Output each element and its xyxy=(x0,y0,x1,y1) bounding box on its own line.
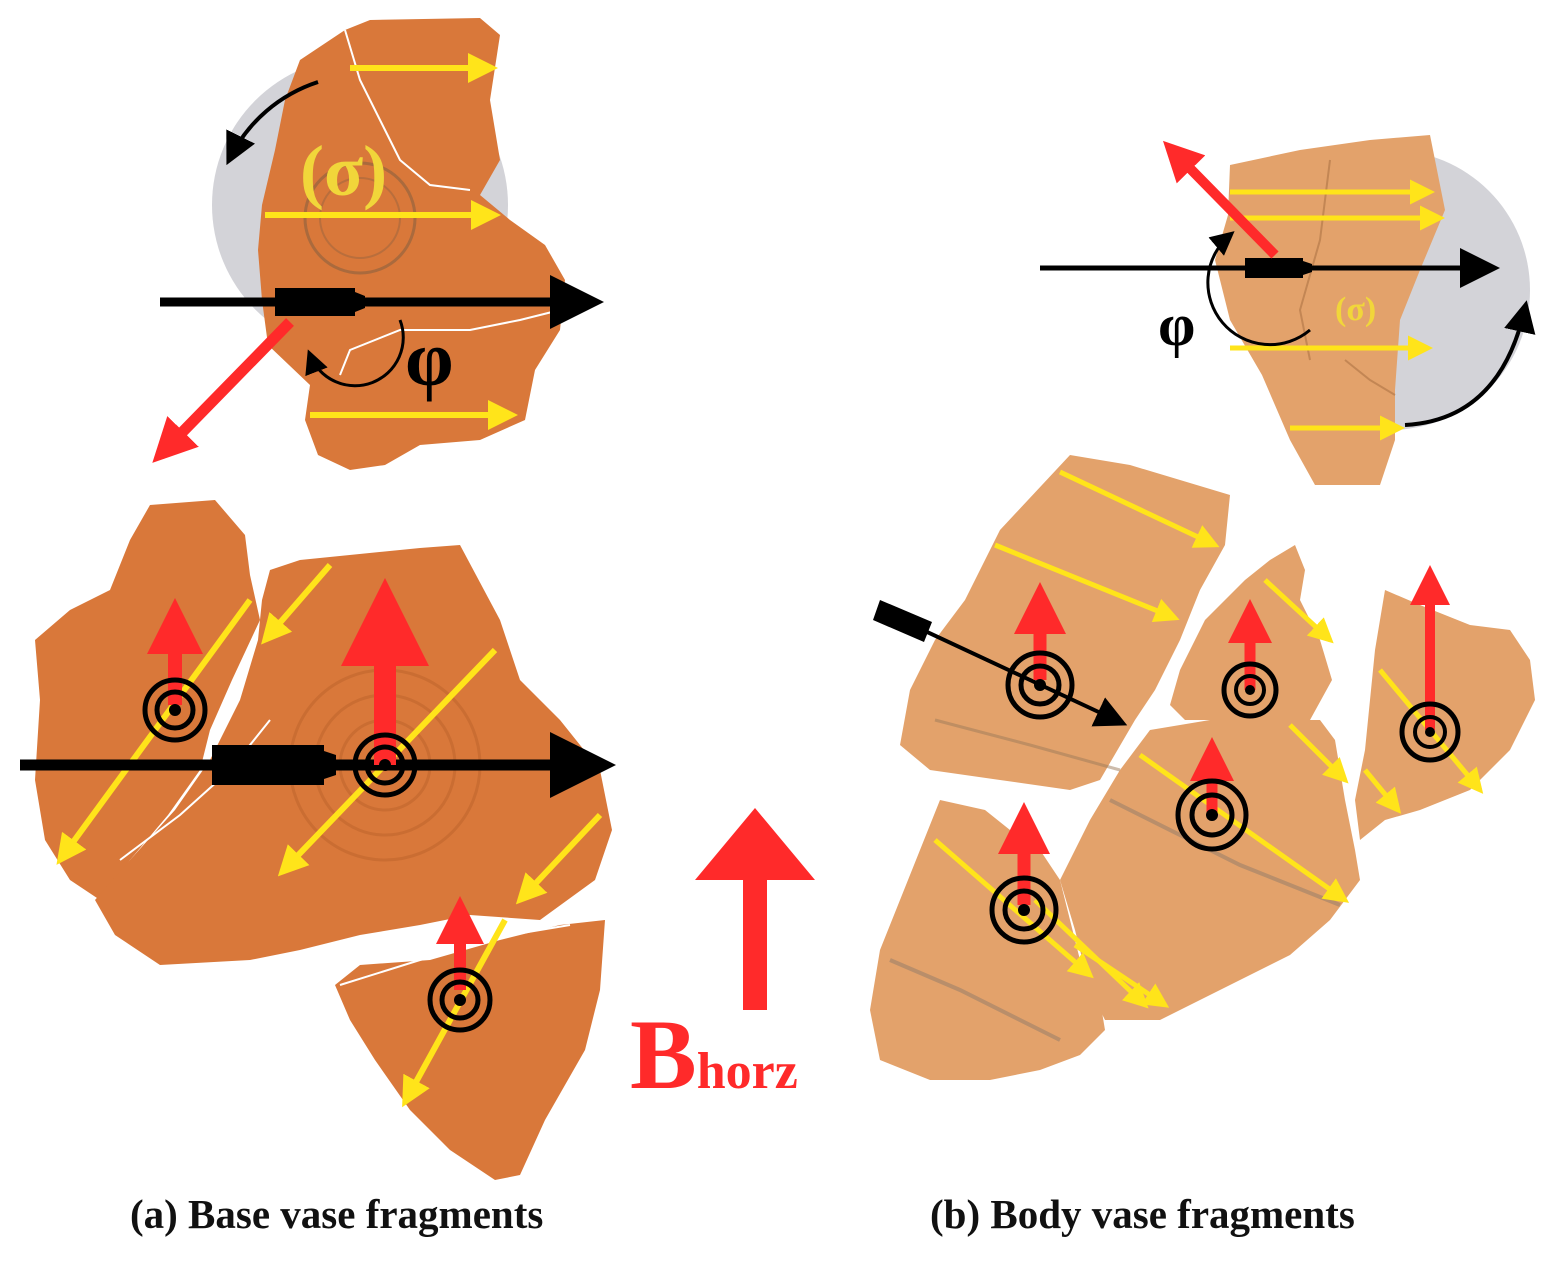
target-icon xyxy=(1221,661,1279,719)
crack-line xyxy=(1344,359,1396,396)
rotation-arrow-icon xyxy=(1404,300,1536,427)
texture-band xyxy=(934,718,1121,772)
panel-a-top-group: (σ) φ xyxy=(152,18,604,470)
rotation-arrow-icon xyxy=(226,80,319,166)
scan-line-arrow xyxy=(515,812,603,905)
fragment-a-center xyxy=(95,545,612,965)
target-icon xyxy=(1399,701,1461,763)
pen-icon xyxy=(212,745,324,785)
fragment-a-top xyxy=(258,18,565,470)
phi-label: φ xyxy=(1158,292,1195,358)
field-arrow xyxy=(152,318,294,463)
field-label-main: B xyxy=(630,999,697,1110)
target-icon xyxy=(1175,778,1249,852)
pen-tip xyxy=(1303,261,1312,275)
panel-a-bottom-group xyxy=(20,500,616,1180)
crack-line xyxy=(339,309,561,376)
panel-b-top-group: (σ) φ xyxy=(1040,135,1536,485)
scan-line-arrow xyxy=(1058,469,1220,548)
caption-panel-a: (a) Base vase fragments xyxy=(130,1191,544,1237)
target-icon xyxy=(1005,650,1075,720)
target-icon xyxy=(142,677,208,743)
sigma-label: (σ) xyxy=(300,131,387,211)
sigma-label: (σ) xyxy=(1335,291,1376,328)
caption-panel-b: (b) Body vase fragments xyxy=(930,1191,1355,1237)
scan-line-arrow xyxy=(402,918,508,1108)
phi-arc xyxy=(1206,231,1311,347)
phi-arc xyxy=(305,319,405,388)
phi-label: φ xyxy=(405,315,454,402)
pen-icon xyxy=(1245,258,1303,278)
fragment-b-top xyxy=(1215,135,1445,485)
pen-tip xyxy=(355,292,365,312)
field-label: Bhorz xyxy=(630,999,798,1110)
panel-b-bottom-group xyxy=(870,455,1535,1080)
target-icon xyxy=(427,967,493,1033)
legend-arrow-head xyxy=(695,808,815,880)
scan-line-arrow xyxy=(261,563,333,645)
fragment-b-center xyxy=(1060,720,1360,1020)
fragment-a-bottom xyxy=(335,920,605,1180)
texture-band xyxy=(889,958,1061,1042)
scan-line-arrow xyxy=(933,838,1094,979)
target-icon xyxy=(989,875,1059,945)
scan-line-arrow xyxy=(1263,578,1334,644)
pen-icon xyxy=(275,288,355,316)
target-icon xyxy=(352,732,418,798)
texture-band xyxy=(1109,798,1341,907)
fragment-b-lower-left xyxy=(870,800,1105,1080)
scan-line-arrow xyxy=(994,542,1180,623)
scan-line-arrow xyxy=(1288,723,1349,784)
crack-line xyxy=(344,29,471,191)
pen-icon xyxy=(873,600,932,642)
field-legend: Bhorz xyxy=(630,808,815,1110)
field-label-subscript: horz xyxy=(697,1043,798,1100)
field-arrow xyxy=(1162,140,1279,259)
pen-tip xyxy=(324,751,336,779)
scan-line-arrow xyxy=(1363,768,1402,814)
fragment-b-right xyxy=(1355,590,1535,840)
